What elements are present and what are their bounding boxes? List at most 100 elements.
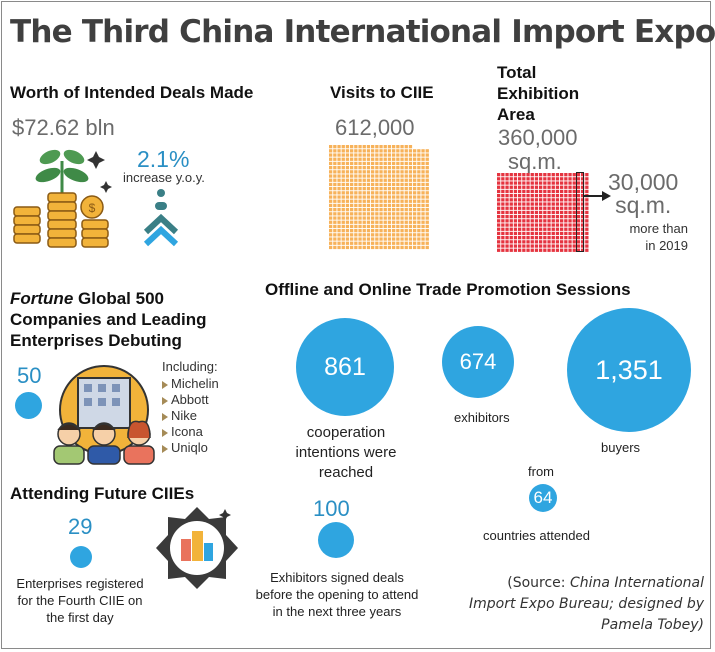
grid-cell bbox=[530, 194, 534, 198]
grid-cell bbox=[329, 208, 333, 212]
grid-cell bbox=[526, 189, 530, 194]
grid-cell bbox=[572, 227, 576, 231]
grid-cell bbox=[560, 240, 564, 244]
grid-cell bbox=[333, 245, 337, 250]
grid-cell bbox=[505, 202, 509, 206]
grid-cell bbox=[417, 212, 421, 216]
grid-cell bbox=[383, 237, 387, 241]
grid-cell bbox=[543, 198, 547, 202]
grid-cell bbox=[358, 208, 362, 212]
grid-cell bbox=[585, 227, 589, 231]
grid-cell bbox=[358, 166, 362, 170]
grid-cell bbox=[526, 194, 530, 198]
grid-cell bbox=[396, 220, 400, 224]
area-heading: Total Exhibition Area bbox=[497, 62, 579, 125]
grid-cell bbox=[560, 236, 564, 240]
grid-cell bbox=[497, 173, 501, 177]
grid-cell bbox=[518, 236, 522, 240]
grid-cell bbox=[413, 153, 417, 157]
grid-cell bbox=[568, 219, 572, 223]
grid-cell bbox=[421, 237, 425, 241]
grid-cell bbox=[509, 227, 513, 231]
grid-cell bbox=[425, 161, 429, 166]
grid-cell bbox=[337, 229, 341, 233]
grid-cell bbox=[371, 170, 375, 174]
grid-cell bbox=[408, 216, 413, 220]
grid-cell bbox=[555, 177, 560, 181]
grid-cell bbox=[581, 181, 585, 185]
grid-cell bbox=[509, 181, 513, 185]
grid-cell bbox=[576, 198, 581, 202]
grid-cell bbox=[358, 199, 362, 203]
grid-cell bbox=[534, 219, 539, 223]
grid-cell bbox=[530, 206, 534, 210]
grid-cell bbox=[564, 185, 568, 189]
grid-cell bbox=[413, 237, 417, 241]
grid-cell bbox=[543, 173, 547, 177]
grid-cell bbox=[560, 248, 564, 252]
grid-cell bbox=[417, 199, 421, 203]
grid-cell bbox=[413, 241, 417, 245]
grid-cell bbox=[345, 149, 350, 153]
grid-cell bbox=[413, 166, 417, 170]
grid-cell bbox=[329, 199, 333, 203]
brand-name: Icona bbox=[171, 424, 203, 439]
grid-cell bbox=[379, 224, 383, 229]
grid-cell bbox=[513, 206, 518, 210]
grid-cell bbox=[518, 173, 522, 177]
area-more-value: 30,000 bbox=[608, 169, 679, 195]
grid-cell bbox=[362, 157, 366, 161]
grid-cell bbox=[329, 191, 333, 195]
grid-cell bbox=[354, 233, 358, 237]
signed-value: 100 bbox=[313, 496, 350, 521]
grid-cell bbox=[509, 215, 513, 219]
grid-cell bbox=[375, 178, 379, 182]
grid-cell bbox=[568, 173, 572, 177]
grid-cell bbox=[329, 229, 333, 233]
grid-cell bbox=[337, 182, 341, 187]
grid-cell bbox=[337, 212, 341, 216]
grid-cell bbox=[387, 174, 392, 178]
grid-cell bbox=[387, 182, 392, 187]
grid-cell bbox=[505, 177, 509, 181]
grid-cell bbox=[337, 241, 341, 245]
grid-cell bbox=[371, 178, 375, 182]
grid-cell bbox=[404, 149, 408, 153]
grid-cell bbox=[413, 208, 417, 212]
grid-cell bbox=[543, 194, 547, 198]
grid-cell bbox=[513, 210, 518, 215]
grid-cell bbox=[337, 208, 341, 212]
grid-cell bbox=[358, 220, 362, 224]
grid-cell bbox=[362, 241, 366, 245]
grid-cell bbox=[350, 166, 354, 170]
grid-cell bbox=[358, 203, 362, 208]
grid-cell bbox=[539, 215, 543, 219]
list-item: Nike bbox=[162, 408, 219, 424]
grid-cell bbox=[337, 170, 341, 174]
grid-cell bbox=[425, 237, 429, 241]
grid-cell bbox=[341, 191, 345, 195]
grid-cell bbox=[505, 215, 509, 219]
grid-cell bbox=[543, 202, 547, 206]
grid-cell bbox=[362, 199, 366, 203]
grid-cell bbox=[581, 240, 585, 244]
grid-cell bbox=[551, 198, 555, 202]
grid-cell bbox=[333, 182, 337, 187]
visits-heading: Visits to CIIE bbox=[330, 83, 434, 102]
grid-cell bbox=[576, 236, 581, 240]
grid-cell bbox=[366, 216, 371, 220]
grid-cell bbox=[555, 231, 560, 236]
grid-cell bbox=[337, 224, 341, 229]
grid-cell bbox=[400, 174, 404, 178]
brand-name: Nike bbox=[171, 408, 198, 423]
grid-cell bbox=[518, 227, 522, 231]
grid-cell bbox=[509, 223, 513, 227]
grid-cell bbox=[341, 208, 345, 212]
grid-cell bbox=[387, 166, 392, 170]
grid-cell bbox=[585, 189, 589, 194]
grid-cell bbox=[354, 187, 358, 191]
grid-cell bbox=[560, 215, 564, 219]
grid-cell bbox=[396, 174, 400, 178]
grid-cell bbox=[345, 157, 350, 161]
grid-cell bbox=[375, 161, 379, 166]
